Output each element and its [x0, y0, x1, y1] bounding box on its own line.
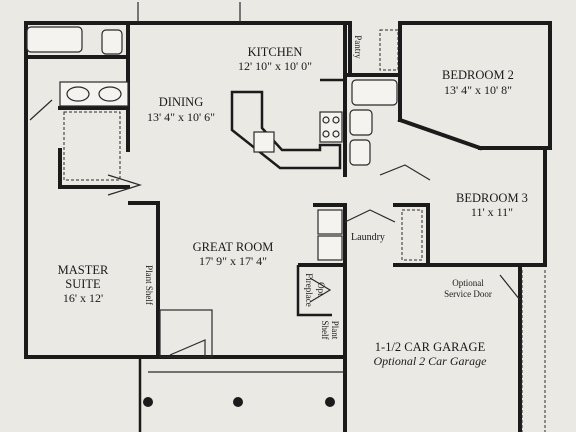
dining-title: DINING: [159, 95, 203, 109]
plant-shelf-right-label-1: Plant: [330, 321, 340, 340]
master-suite-title-line1: MASTER: [58, 263, 109, 277]
service-door-label-2: Service Door: [444, 289, 492, 299]
dining-dimensions: 13' 4" x 10' 6": [147, 110, 215, 124]
fireplace: [296, 265, 332, 317]
laundry-fixtures: [317, 209, 343, 261]
doors: [29, 99, 521, 301]
porch-column-1: [143, 397, 153, 407]
garage-door: [521, 270, 546, 432]
laundry-label: Laundry: [351, 232, 385, 243]
fireplace-label-1: Opt.: [316, 282, 326, 298]
pantry-label: Pantry: [353, 35, 363, 59]
garage-alternate: Optional 2 Car Garage: [373, 354, 487, 368]
bedroom2-dimensions: 13' 4" x 10' 8": [444, 83, 512, 97]
bedroom3-dimensions: 11' x 11": [471, 205, 513, 219]
fireplace-label-2: Fireplace: [304, 273, 314, 306]
master-bath-fixtures: [26, 26, 129, 181]
bedroom3-title: BEDROOM 3: [456, 191, 528, 205]
porch-column-3: [325, 397, 335, 407]
garage-title: 1-1/2 CAR GARAGE: [375, 340, 486, 354]
service-door-label-1: Optional: [452, 278, 484, 288]
bedroom2-title: BEDROOM 2: [442, 68, 514, 82]
plant-shelf-left-label: Plant Shelf: [144, 265, 154, 305]
porch-column-2: [233, 397, 243, 407]
master-suite-dimensions: 16' x 12': [63, 291, 103, 305]
plant-shelf-right-label-2: Shelf: [320, 321, 330, 340]
great-room-dimensions: 17' 9" x 17' 4": [199, 254, 267, 268]
kitchen-counters: [230, 78, 347, 170]
kitchen-title: KITCHEN: [248, 45, 303, 59]
great-room-title: GREAT ROOM: [193, 240, 274, 254]
master-suite-title-line2: SUITE: [65, 277, 101, 291]
bath2-fixtures: [349, 79, 398, 166]
porch: [143, 309, 345, 407]
closets: [379, 29, 423, 261]
kitchen-dimensions: 12' 10" x 10' 0": [238, 59, 312, 73]
interior-walls: [24, 21, 483, 359]
